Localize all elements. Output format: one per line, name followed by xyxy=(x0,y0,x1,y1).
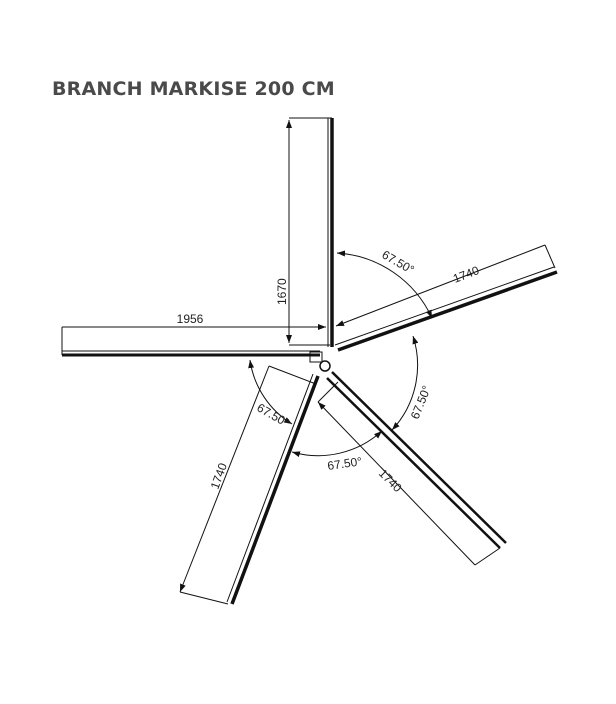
lower-right-arm xyxy=(317,371,507,566)
lower-left-arm-dimension: 1740 xyxy=(208,461,230,491)
angle-label-lower-left: 67.50° xyxy=(255,400,292,430)
lower-left-arm xyxy=(179,365,320,605)
angle-arc-top-right xyxy=(336,250,433,319)
diagram-title: BRANCH MARKISE 200 CM xyxy=(52,78,335,100)
angle-label-top-right: 67.50° xyxy=(380,247,417,277)
angle-arc-bottom xyxy=(291,430,383,458)
angle-arc-lower-left xyxy=(248,359,293,425)
angle-label-bottom: 67.50° xyxy=(326,454,363,473)
right-arm-dimension: 1740 xyxy=(451,263,481,286)
lower-right-arm-dimension: 1740 xyxy=(376,466,405,495)
top-arm xyxy=(286,117,334,347)
left-arm-dimension: 1956 xyxy=(177,312,204,326)
center-hub xyxy=(309,351,331,372)
angle-arc-right-lower xyxy=(391,335,419,431)
right-arm xyxy=(334,244,558,352)
left-arm xyxy=(61,324,326,357)
top-arm-dimension: 1670 xyxy=(275,278,289,305)
angle-label-right-lower: 67.50° xyxy=(408,383,434,421)
